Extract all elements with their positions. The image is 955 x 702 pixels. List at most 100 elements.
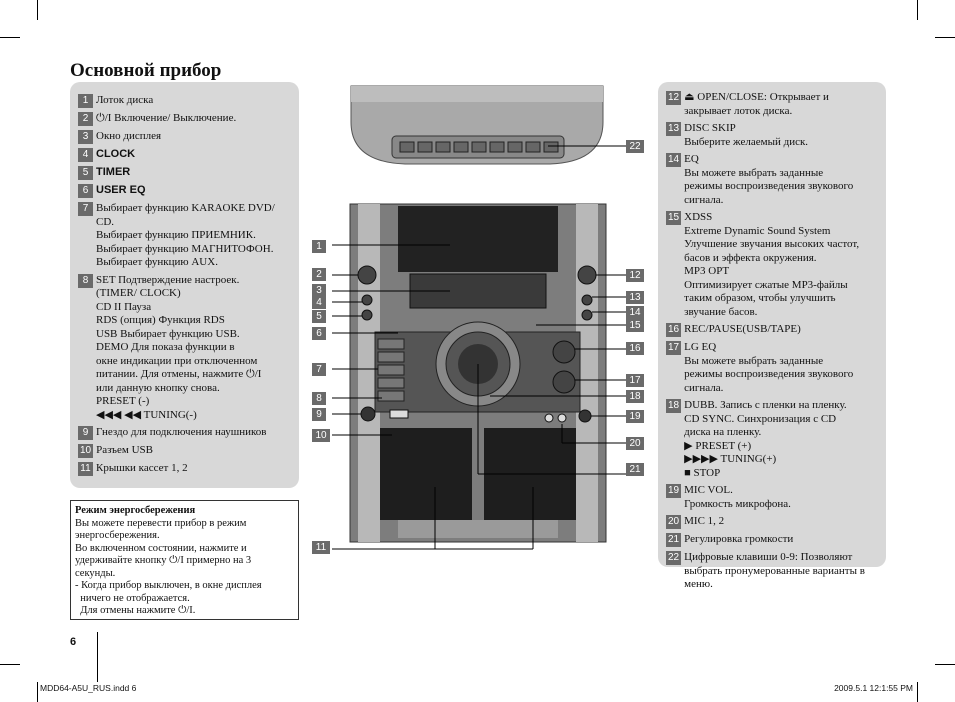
item-line: меню.: [684, 578, 713, 590]
item-number-badge: 15: [666, 211, 682, 225]
item-line: XDSS: [684, 211, 713, 223]
item-line: Extreme Dynamic Sound System: [684, 224, 831, 237]
item-text: REC/PAUSE(USB/TAPE): [684, 323, 880, 337]
item-text: Крышки кассет 1, 2: [96, 462, 291, 476]
item-line: DEMO Для показа функции в: [96, 341, 235, 353]
item-line: Громкость микрофона.: [684, 497, 791, 510]
item-text: CLOCK: [96, 148, 291, 162]
open-close-button: [577, 265, 597, 285]
item-number-badge: 8: [78, 273, 93, 288]
item-line: ◀◀◀ ◀◀ TUNING(-): [96, 408, 197, 421]
callout-8: 8: [312, 392, 326, 405]
item-line: ▶▶▶▶ TUNING(+): [684, 453, 777, 465]
callout-4: 4: [312, 296, 326, 309]
energy-line: удерживайте кнопку ⏻/I примерно на 3: [75, 555, 252, 566]
item-line: CD II Пауза: [96, 300, 152, 313]
energy-line: ничего не отображается.: [75, 592, 190, 604]
item-line: PRESET (-): [96, 395, 150, 407]
callout-7: 7: [312, 363, 326, 376]
item-number-badge: 16: [666, 323, 682, 337]
item-number-badge: 10: [78, 444, 94, 458]
callout-21: 21: [626, 463, 644, 476]
item-line: окне индикации при отключенном: [96, 354, 258, 367]
energy-line: Во включенном состоянии, нажмите и: [75, 542, 247, 554]
item-number-badge: 19: [666, 484, 682, 498]
callout-16: 16: [626, 342, 644, 355]
item-line: USB Выбирает функцию USB.: [96, 327, 240, 340]
item-text: Лоток диска: [96, 94, 291, 108]
item-line: LG EQ: [684, 341, 717, 353]
item-line: выбрать пронумерованные варианты в: [684, 564, 865, 577]
item-line: режимы воспроизведения звукового: [684, 180, 854, 192]
item-number-badge: 7: [78, 202, 93, 216]
item-number-badge: 22: [666, 551, 682, 565]
item-text: Разъем USB: [96, 444, 291, 458]
item-line: Цифровые клавиши 0-9: Позволяют: [684, 551, 853, 563]
page-title: Основной прибор: [70, 60, 222, 81]
item-text: TIMER: [96, 166, 291, 180]
disc-tray: [398, 206, 558, 272]
item-line: Крышки кассет 1, 2: [96, 462, 188, 474]
item-line: RDS (опция) Функция RDS: [96, 314, 225, 326]
item-number-badge: 1: [78, 94, 93, 108]
item-line: EQ: [684, 153, 699, 165]
item-line: ▶ PRESET (+): [684, 439, 752, 452]
device-illustration: [332, 85, 626, 550]
item-number-badge: 18: [666, 399, 682, 413]
callout-2: 2: [312, 268, 326, 281]
item-number-badge: 3: [78, 130, 93, 144]
callout-17: 17: [626, 374, 644, 387]
item-line: Выбирает функцию KARAOKE DVD/ CD.: [96, 202, 275, 228]
item-line: MP3 OPT: [684, 265, 730, 277]
item-text: ⏻/I Включение/ Выключение.: [96, 112, 291, 126]
item-line: басов и эффекта окружения.: [684, 251, 817, 264]
item-number-badge: 9: [78, 426, 93, 440]
item-line: Вы можете выбрать заданные: [684, 166, 824, 179]
item-line: TIMER: [96, 166, 131, 178]
crop-mark: [37, 0, 38, 20]
item-line: Оптимизирует сжатые MP3-файлы: [684, 278, 848, 291]
power-button: [357, 265, 377, 285]
item-text: MIC VOL.Громкость микрофона.: [684, 484, 880, 511]
legend-item-2: 2⏻/I Включение/ Выключение.: [78, 112, 291, 126]
item-number-badge: 13: [666, 122, 682, 136]
item-line: звучание басов.: [684, 305, 758, 318]
crop-mark: [917, 682, 918, 702]
item-line: Вы можете выбрать заданные: [684, 354, 824, 367]
energy-line: Для отмены нажмите ⏻/I.: [75, 605, 196, 616]
item-line: DUBB. Запись с пленки на пленку.: [684, 399, 847, 411]
item-line: SET Подтверждение настроек.: [96, 273, 240, 286]
item-number-badge: 14: [666, 153, 682, 167]
item-number-badge: 17: [666, 341, 682, 355]
item-number-badge: 12: [666, 91, 682, 105]
item-line: сигнала.: [684, 381, 724, 394]
item-line: таким образом, чтобы улучшить: [684, 292, 836, 304]
item-line: или данную кнопку снова.: [96, 381, 220, 394]
energy-line: - Когда прибор выключен, в окне дисплея: [75, 580, 262, 591]
item-line: ■ STOP: [684, 466, 721, 479]
crop-mark: [0, 37, 20, 38]
item-text: Гнездо для подключения наушников: [96, 426, 291, 440]
item-line: Лоток диска: [96, 94, 154, 106]
callout-15: 15: [626, 319, 644, 332]
item-number-badge: 5: [78, 166, 93, 180]
item-number-badge: 2: [78, 112, 93, 126]
callout-18: 18: [626, 390, 644, 403]
item-text: DUBB. Запись с пленки на пленку.CD SYNC.…: [684, 399, 880, 480]
